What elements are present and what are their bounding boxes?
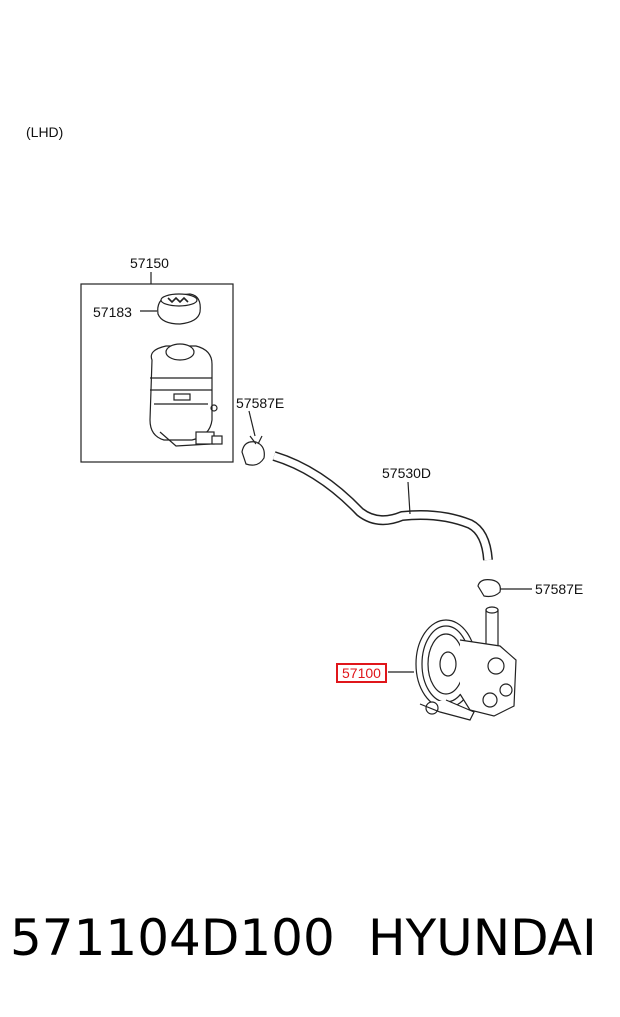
footer-brand: HYUNDAI xyxy=(368,909,597,967)
callout-pump-highlight[interactable]: 57100 xyxy=(336,663,387,683)
parts-diagram xyxy=(80,272,532,721)
callout-clamp-upper: 57587E xyxy=(236,395,285,411)
reservoir-cap xyxy=(140,293,201,325)
reservoir-tank xyxy=(149,343,223,447)
footer-part-number: 571104D100 xyxy=(10,909,335,967)
callout-hose: 57530D xyxy=(382,465,432,481)
callout-cap: 57183 xyxy=(93,304,132,320)
clamp-upper xyxy=(241,410,265,466)
callout-reservoir-assembly: 57150 xyxy=(130,255,169,271)
reservoir-group-frame xyxy=(80,283,234,463)
variant-label: (LHD) xyxy=(26,124,64,140)
power-steering-pump xyxy=(388,606,517,721)
callout-clamp-lower: 57587E xyxy=(535,581,584,597)
clamp-lower xyxy=(477,579,532,598)
